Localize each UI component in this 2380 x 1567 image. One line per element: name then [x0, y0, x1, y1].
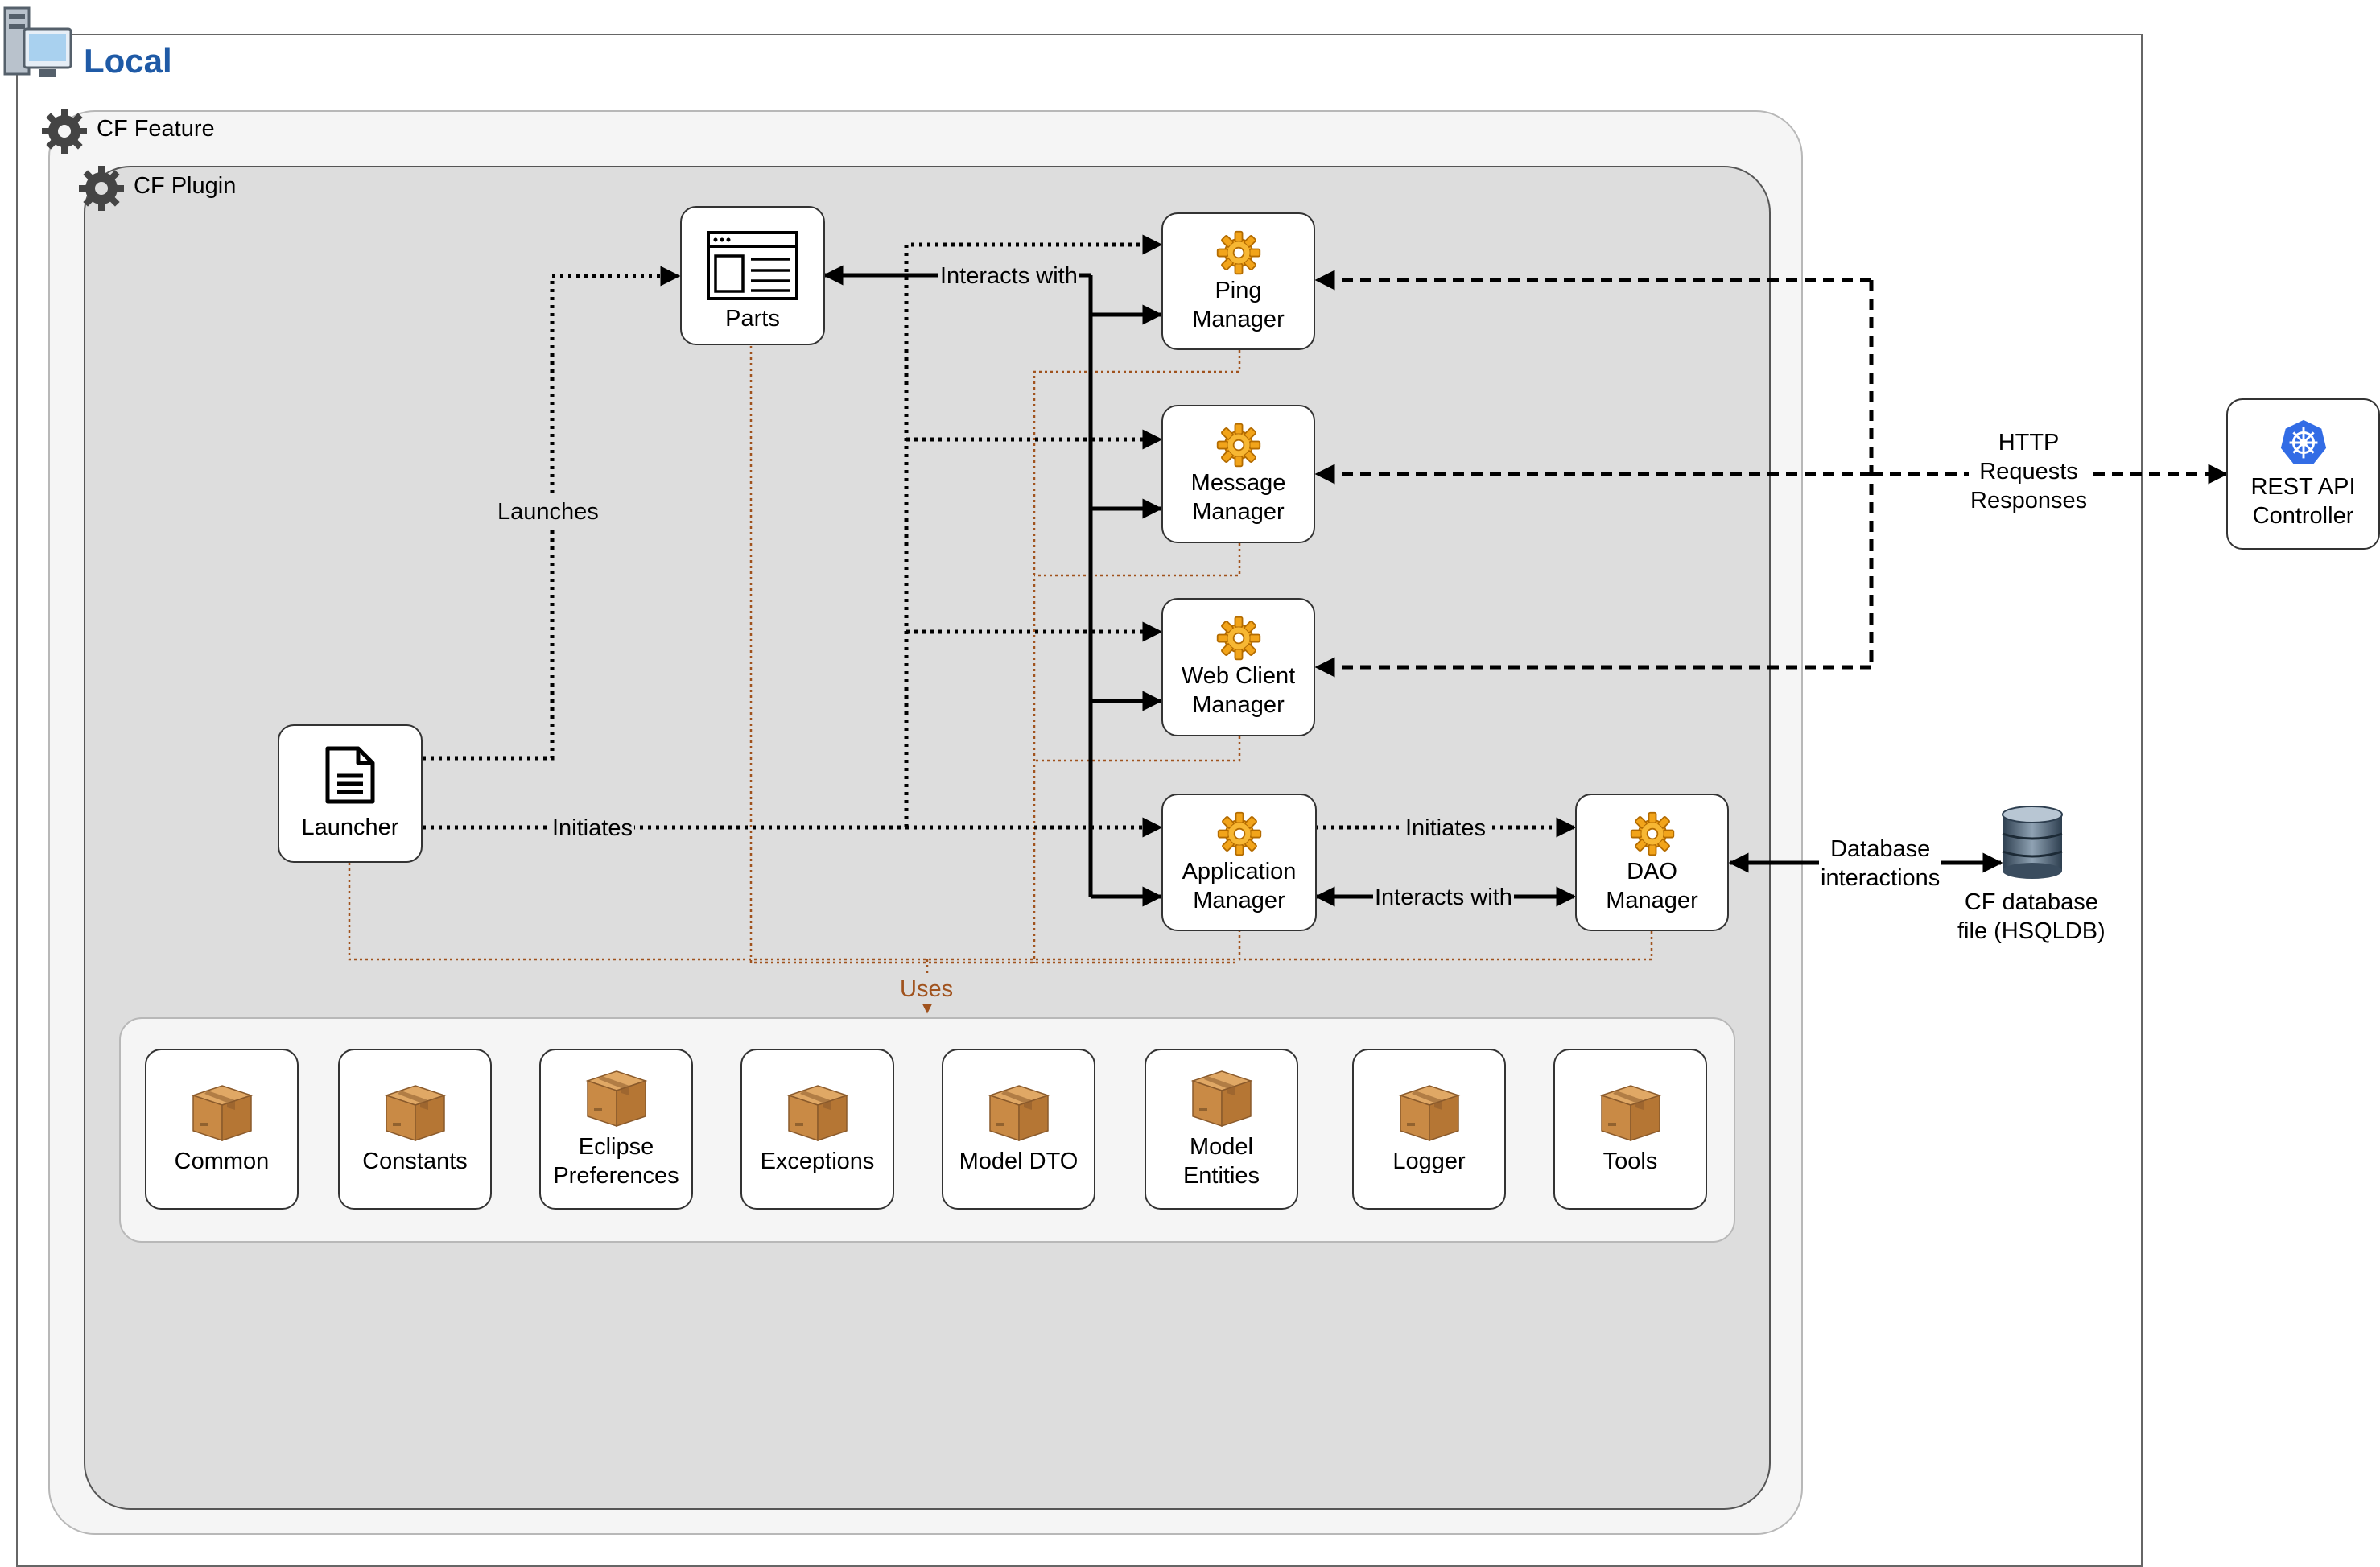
- web-client-manager-node: Web Client Manager: [1161, 598, 1315, 736]
- package-label: Common: [174, 1148, 270, 1174]
- package-label: Exceptions: [760, 1148, 875, 1174]
- cardboard-box-icon: [988, 1085, 1050, 1142]
- database-cylinder-icon: [2002, 806, 2063, 879]
- message-manager-label: Message Manager: [1190, 470, 1286, 525]
- package-node: Exceptions: [740, 1049, 894, 1210]
- launches-label: Launches: [496, 497, 600, 526]
- package-label: Logger: [1392, 1148, 1466, 1174]
- interacts-with-label: Interacts with: [1373, 883, 1514, 912]
- orange-gear-icon: [1216, 230, 1260, 274]
- package-node: Model DTO: [942, 1049, 1095, 1210]
- launcher-flows: [423, 234, 1577, 838]
- package-node: Constants: [338, 1049, 492, 1210]
- ping-manager-node: Ping Manager: [1161, 212, 1315, 350]
- orange-gear-icon: [1630, 811, 1674, 856]
- http-lines: [1314, 270, 2229, 678]
- launcher-label: Launcher: [301, 814, 399, 840]
- document-icon: [325, 746, 375, 804]
- initiates-label: Initiates: [1404, 814, 1487, 843]
- gear-icon: [79, 166, 124, 211]
- kubernetes-api-icon: [2280, 419, 2326, 464]
- local-title: Local: [84, 42, 172, 80]
- package-node: Model Entities: [1145, 1049, 1298, 1210]
- initiates-label: Initiates: [551, 814, 634, 843]
- browser-window-icon: [707, 231, 798, 300]
- cardboard-box-icon: [1190, 1070, 1252, 1128]
- package-label: Eclipse Preferences: [553, 1134, 679, 1189]
- server-computer-icon: [3, 6, 72, 77]
- cf-feature-title: CF Feature: [97, 116, 215, 142]
- parts-interactions: [823, 265, 2003, 907]
- cardboard-box-icon: [786, 1085, 848, 1142]
- web-client-manager-label: Web Client Manager: [1181, 663, 1296, 718]
- cardboard-box-icon: [1599, 1085, 1661, 1142]
- uses-label: Uses: [898, 975, 955, 1004]
- parts-label: Parts: [725, 306, 780, 332]
- cardboard-box-icon: [585, 1070, 647, 1128]
- dao-manager-label: DAO Manager: [1606, 858, 1698, 913]
- package-label: Constants: [362, 1148, 468, 1174]
- package-label: Tools: [1602, 1148, 1658, 1174]
- launcher-node: Launcher: [278, 724, 423, 863]
- application-manager-node: Application Manager: [1161, 794, 1317, 931]
- package-node: Eclipse Preferences: [539, 1049, 693, 1210]
- dao-manager-node: DAO Manager: [1575, 794, 1729, 931]
- message-manager-node: Message Manager: [1161, 405, 1315, 543]
- orange-gear-icon: [1216, 616, 1260, 661]
- parts-node: Parts: [680, 206, 825, 345]
- package-label: Model Entities: [1182, 1134, 1260, 1189]
- package-node: Logger: [1352, 1049, 1506, 1210]
- rest-api-controller-node: REST API Controller: [2226, 398, 2380, 550]
- cf-plugin-title: CF Plugin: [134, 173, 237, 199]
- http-label: HTTP Requests Responses: [1969, 428, 2089, 515]
- gear-icon: [42, 109, 87, 154]
- orange-gear-icon: [1217, 811, 1261, 856]
- package-node: Tools: [1553, 1049, 1707, 1210]
- database-interactions-label: Database interactions: [1819, 835, 1942, 893]
- cardboard-box-icon: [1398, 1085, 1460, 1142]
- interacts-with-label: Interacts with: [938, 262, 1079, 291]
- package-node: Common: [145, 1049, 299, 1210]
- cardboard-box-icon: [191, 1085, 253, 1142]
- orange-gear-icon: [1216, 423, 1260, 468]
- cardboard-box-icon: [384, 1085, 446, 1142]
- application-manager-label: Application Manager: [1182, 858, 1297, 913]
- database-label: CF database file (HSQLDB): [1957, 889, 2106, 944]
- ping-manager-label: Ping Manager: [1192, 277, 1285, 332]
- uses-lines: [348, 346, 1653, 1014]
- package-label: Model DTO: [959, 1148, 1079, 1174]
- rest-api-controller-label: REST API Controller: [2250, 474, 2356, 529]
